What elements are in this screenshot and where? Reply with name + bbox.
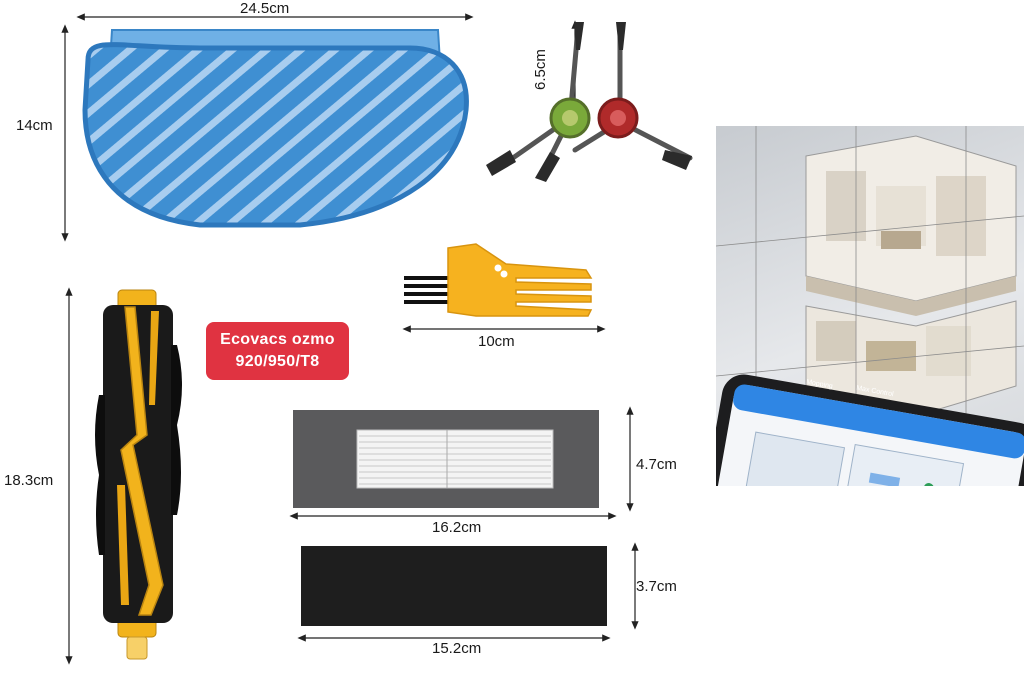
main-brush-length-label: 18.3cm: [4, 472, 54, 489]
model-badge-line2: 920/950/T8: [235, 353, 320, 370]
mop-pad-dimension-drawing: [61, 13, 474, 242]
sponge-height-label: 3.7cm: [636, 578, 677, 595]
cleaning-tool-width-label: 10cm: [478, 333, 515, 350]
hepa-filter-drawing: [289, 406, 634, 520]
mop-width-label: 24.5cm: [240, 0, 290, 17]
smart-home-illustration: Mopping Max Control: [716, 126, 1024, 486]
model-badge-line1: Ecovacs ozmo: [220, 331, 335, 348]
filter-height-label: 4.7cm: [636, 456, 677, 473]
sponge-width-label: 15.2cm: [432, 640, 482, 657]
sponge-filter-drawing: [297, 542, 639, 642]
main-brush-drawing: [65, 287, 182, 665]
side-brushes-drawing: [486, 20, 693, 182]
filter-width-label: 16.2cm: [432, 519, 482, 536]
model-badge: Ecovacs ozmo 920/950/T8: [206, 322, 349, 380]
cleaning-tool-drawing: [402, 243, 606, 333]
side-brush-length-label: 6.5cm: [532, 49, 549, 90]
mop-height-label: 14cm: [16, 117, 53, 134]
